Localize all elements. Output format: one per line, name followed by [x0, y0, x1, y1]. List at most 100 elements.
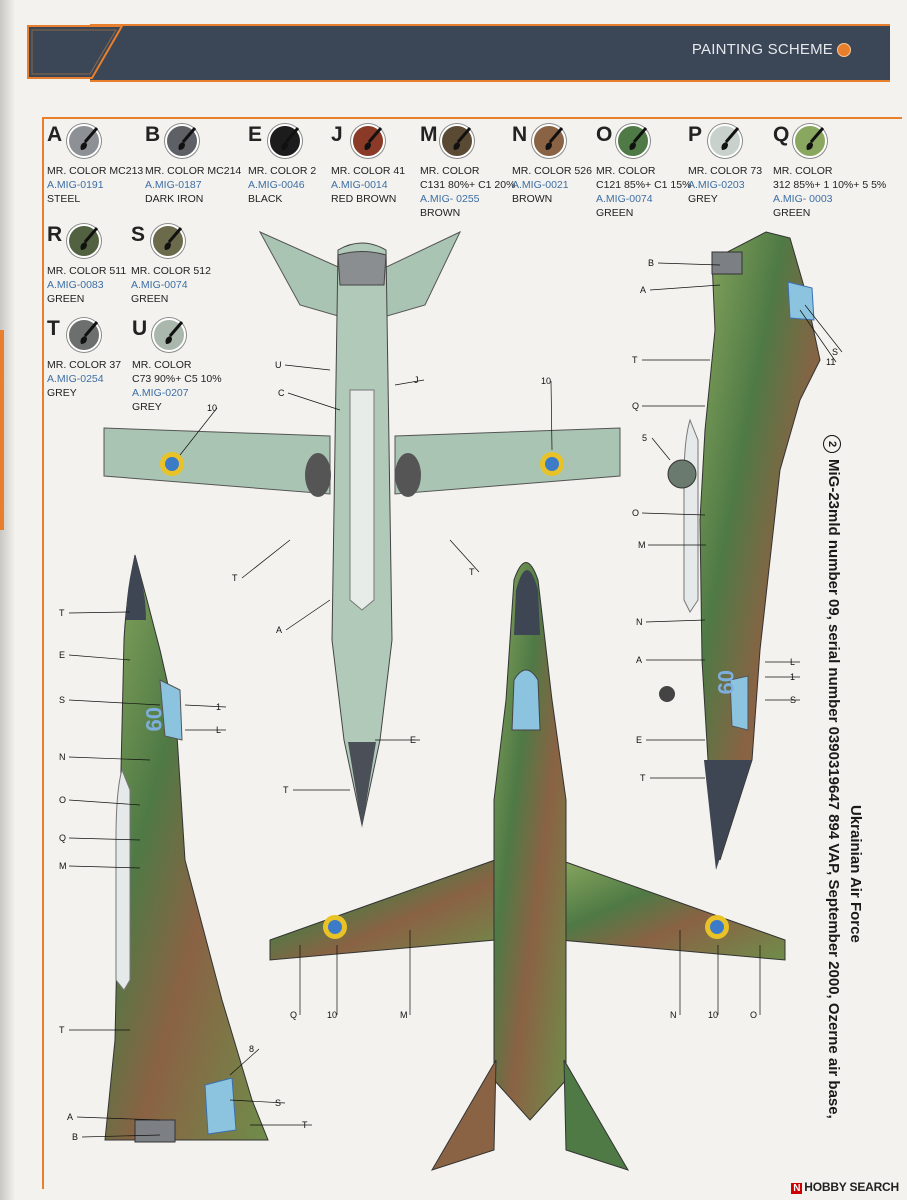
color-mix: 312 85%+ 1 10%+ 5 5%: [773, 179, 887, 191]
leader-line: [649, 284, 721, 291]
callout-label: O: [632, 508, 639, 518]
color-code: A.MIG-0203: [688, 179, 745, 191]
leader-line: [284, 364, 331, 371]
page-header: PAINTING SCHEME: [0, 22, 907, 82]
callout-label: 11: [826, 357, 835, 367]
color-description: DARK IRON: [145, 193, 204, 205]
leader-line: [799, 309, 837, 363]
top-view: [269, 562, 786, 1171]
paintbrush-icon: [165, 321, 184, 344]
callout-label: T: [283, 785, 289, 795]
color-description: BROWN: [512, 193, 553, 205]
leader-line: [68, 799, 141, 806]
color-letter: M: [420, 123, 438, 146]
callout-label: N: [636, 617, 643, 627]
color-description: GREEN: [131, 293, 169, 305]
scheme-caption: 2MiG-23mld number 09, serial number 0390…: [820, 435, 864, 1175]
color-code: A.MIG-0083: [47, 279, 104, 291]
color-letter: Q: [773, 123, 790, 146]
paintbrush-icon: [80, 321, 99, 344]
callout-label: T: [59, 1025, 65, 1035]
color-description: GREY: [132, 401, 162, 413]
callout-label: Q: [290, 1010, 297, 1020]
page-binding: [0, 0, 14, 1200]
callout-label: T: [469, 567, 475, 577]
callout-label: T: [59, 608, 65, 618]
color-code: A.MIG-0021: [512, 179, 569, 191]
paintbrush-icon: [80, 127, 99, 150]
leader-line: [76, 1116, 161, 1121]
callout-label: N: [670, 1010, 677, 1020]
leader-line: [550, 380, 553, 451]
leader-line: [68, 756, 151, 761]
color-name: MR. COLOR 511: [47, 265, 127, 277]
right-side-view: 09: [659, 231, 821, 870]
leader-line: [657, 262, 721, 266]
callout-label: M: [400, 1010, 408, 1020]
color-description: GREEN: [596, 207, 634, 219]
callout-label: A: [640, 285, 646, 295]
leader-line: [68, 611, 131, 614]
color-name: MR. COLOR 526: [512, 165, 592, 177]
color-code: A.MIG-0014: [331, 179, 388, 191]
leader-line: [394, 379, 425, 386]
leader-line: [68, 654, 131, 661]
page-title: PAINTING SCHEME: [691, 41, 833, 58]
callout-label: N: [59, 752, 66, 762]
callout-label: A: [67, 1112, 73, 1122]
color-letter: E: [248, 123, 263, 146]
color-name: MR. COLOR 2: [248, 165, 317, 177]
color-letter: T: [47, 317, 60, 340]
color-description: GREEN: [773, 207, 811, 219]
color-name: MR. COLOR: [420, 165, 480, 177]
color-description: BROWN: [420, 207, 461, 219]
scheme-number: 2: [823, 435, 841, 453]
color-letter: N: [512, 123, 528, 146]
leader-line: [645, 619, 706, 623]
color-code: A.MIG-0187: [145, 179, 202, 191]
color-code: A.MIG-0046: [248, 179, 305, 191]
callout-label: 10: [708, 1010, 718, 1020]
callout-label: S: [59, 695, 65, 705]
callout-label: S: [832, 347, 838, 357]
callout-label: 8: [249, 1044, 254, 1054]
leader-line: [68, 837, 141, 841]
color-name: MR. COLOR MC214: [145, 165, 242, 177]
watermark-text: HOBBY SEARCH: [804, 1180, 899, 1194]
callout-label: B: [72, 1132, 78, 1142]
color-name: MR. COLOR: [132, 359, 192, 371]
callout-label: T: [232, 573, 238, 583]
callout-label: 5: [642, 433, 647, 443]
color-code: A.MIG-0207: [132, 387, 189, 399]
callout-label: O: [750, 1010, 757, 1020]
leader-line: [449, 539, 480, 573]
tail-number-right: 09: [713, 670, 738, 694]
leader-line: [68, 699, 161, 706]
color-letter: B: [145, 123, 161, 146]
paintbrush-icon: [164, 227, 183, 250]
callout-label: J: [414, 375, 419, 385]
leader-line: [229, 1048, 260, 1076]
color-code: A.MIG- 0003: [773, 193, 833, 205]
paintbrush-icon: [545, 127, 564, 150]
leader-line: [81, 1134, 161, 1138]
callout-label: E: [636, 735, 642, 745]
color-letter: P: [688, 123, 703, 146]
color-name: MR. COLOR 512: [131, 265, 211, 277]
paintbrush-icon: [364, 127, 383, 150]
color-name: MR. COLOR: [596, 165, 656, 177]
callout-label: Q: [59, 833, 66, 843]
color-letter: A: [47, 123, 63, 146]
color-name: MR. COLOR MC213: [47, 165, 144, 177]
color-description: RED BROWN: [331, 193, 397, 205]
color-letter: S: [131, 223, 146, 246]
